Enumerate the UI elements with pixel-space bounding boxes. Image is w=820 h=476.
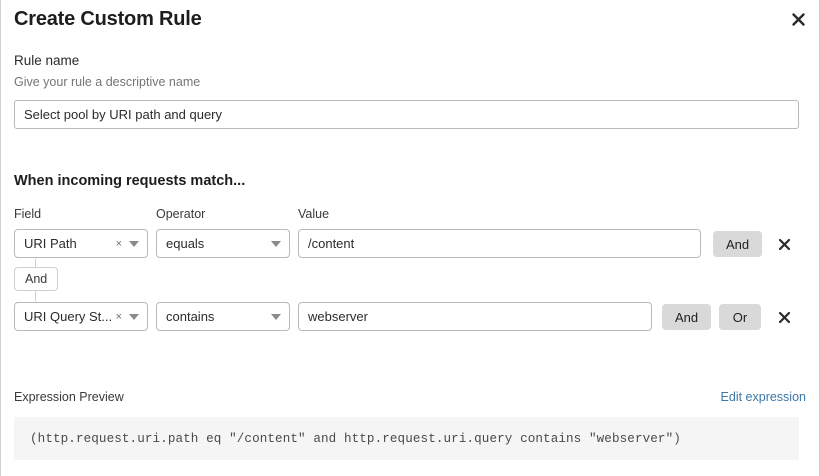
connector-line-bottom [35,291,36,303]
field-select-1[interactable]: URI Query St... × [14,302,148,331]
edit-expression-link[interactable]: Edit expression [720,390,806,404]
delete-condition-button-1[interactable] [774,307,794,327]
condition-row: URI Query St... × contains And Or [1,302,819,332]
connector-line-top [35,257,36,269]
operator-select-0[interactable]: equals [156,229,290,258]
group-connector-label: And [25,272,48,286]
field-select-value-1: URI Query St... [24,309,113,324]
value-input-1[interactable] [298,302,652,331]
delete-x-icon-0 [778,238,790,250]
delete-condition-button-0[interactable] [774,234,794,254]
operator-select-1[interactable]: contains [156,302,290,331]
dialog-title: Create Custom Rule [14,8,202,30]
field-clear-icon-1[interactable]: × [115,310,122,323]
field-select-0[interactable]: URI Path × [14,229,148,258]
rule-name-input[interactable] [14,100,799,129]
match-section-heading: When incoming requests match... [14,173,246,189]
operator-chevron-down-icon-1 [271,313,281,320]
expression-preview-label: Expression Preview [14,390,124,404]
add-or-condition-button-1[interactable]: Or [719,304,761,330]
column-header-value: Value [298,207,330,221]
condition-row: URI Path × equals And [1,229,819,259]
close-glyph [791,12,805,26]
add-and-condition-button-0[interactable]: And [713,231,763,257]
chevron-down-icon-1 [129,313,139,320]
operator-select-value-0: equals [166,236,205,251]
expression-preview-box: (http.request.uri.path eq "/content" and… [14,417,799,460]
field-clear-icon-0[interactable]: × [115,237,122,250]
column-header-field: Field [14,207,42,221]
add-and-condition-button-1[interactable]: And [662,304,712,330]
field-select-value-0: URI Path [24,236,77,251]
chevron-down-icon-0 [129,240,139,247]
rule-name-description: Give your rule a descriptive name [14,75,201,89]
operator-chevron-down-icon-0 [271,240,281,247]
rule-name-label: Rule name [14,53,80,68]
value-input-0[interactable] [298,229,701,258]
close-icon[interactable] [785,6,811,32]
operator-select-value-1: contains [166,309,215,324]
expression-preview-text: (http.request.uri.path eq "/content" and… [30,431,681,446]
column-header-operator: Operator [156,207,206,221]
delete-x-icon-1 [778,311,790,323]
group-connector-and-chip[interactable]: And [14,267,59,291]
